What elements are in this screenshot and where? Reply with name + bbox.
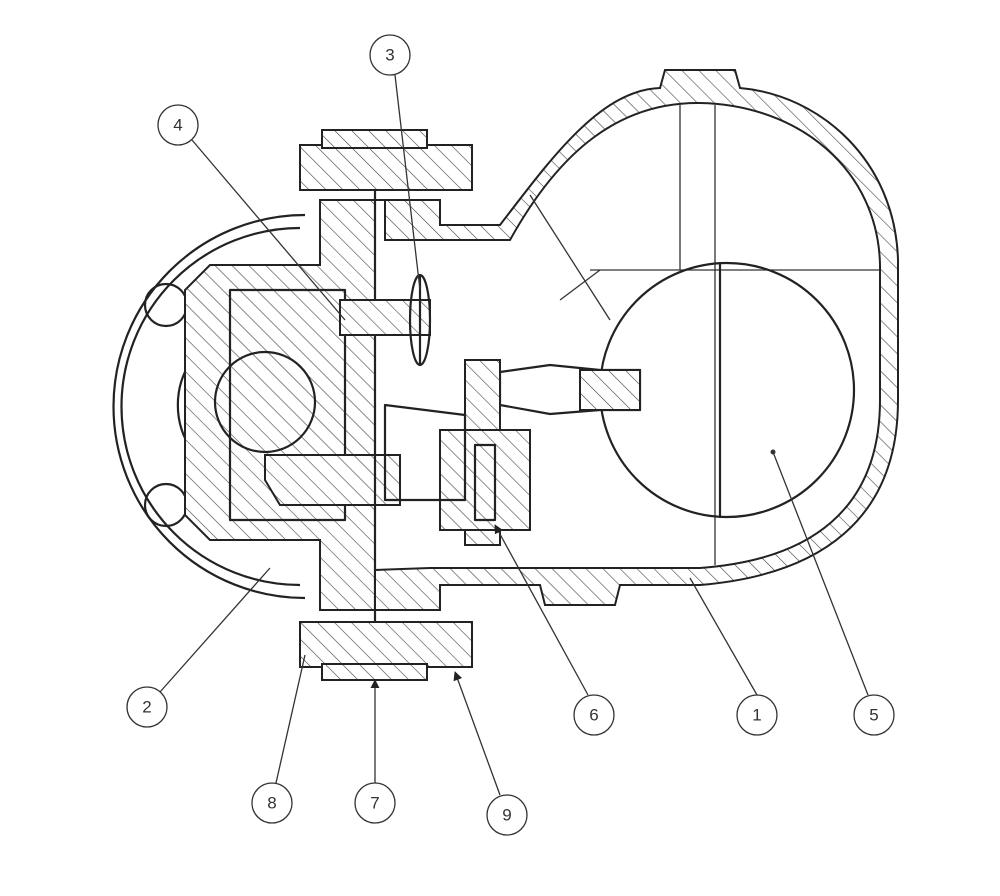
leader-lines xyxy=(159,74,869,796)
callout-label: 6 xyxy=(589,706,598,725)
callout-label: 2 xyxy=(142,698,151,717)
callout-label: 5 xyxy=(869,706,878,725)
callout-1: 1 xyxy=(736,694,778,736)
callout-label: 1 xyxy=(752,706,761,725)
callout-2: 2 xyxy=(126,686,168,728)
inlet-body xyxy=(184,199,401,611)
trap-body xyxy=(374,69,899,611)
callout-4: 4 xyxy=(157,104,199,146)
bolt-hole xyxy=(143,282,189,328)
callout-label: 7 xyxy=(370,794,379,813)
valve-assembly xyxy=(383,359,531,546)
cover-flanges xyxy=(299,129,473,681)
callout-5: 5 xyxy=(853,694,895,736)
callout-6: 6 xyxy=(573,694,615,736)
callout-label: 3 xyxy=(385,46,394,65)
callout-label: 4 xyxy=(173,116,182,135)
callout-3: 3 xyxy=(369,34,411,76)
callout-7: 7 xyxy=(354,782,396,824)
callout-8: 8 xyxy=(251,782,293,824)
inlet-ball xyxy=(213,350,317,454)
air-vent xyxy=(339,273,432,367)
float-lever xyxy=(498,363,642,416)
callout-label: 8 xyxy=(267,794,276,813)
callout-9: 9 xyxy=(486,794,528,836)
callout-label: 9 xyxy=(502,806,511,825)
